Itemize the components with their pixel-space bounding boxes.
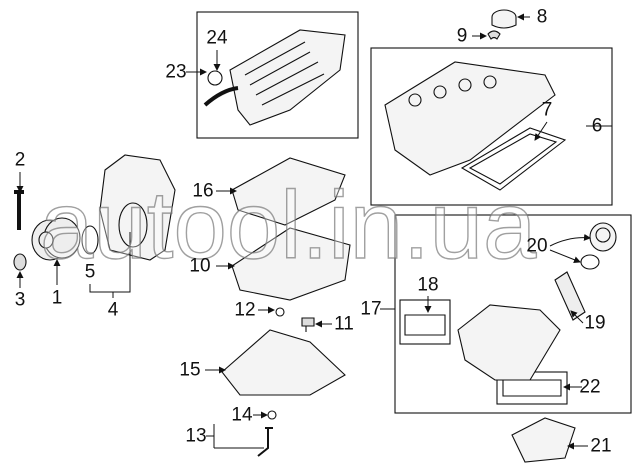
upper-oil-pan-16 [231,157,346,226]
washer-3 [13,253,27,271]
oil-filter-19 [554,271,586,321]
oil-cooler-21 [511,417,576,463]
o-ring-20 [580,254,600,270]
intake-manifold-group-box [196,11,359,139]
oil-filler-cap [491,9,517,29]
valve-cover-gasket [460,127,567,191]
oil-pan-cover-15 [221,329,346,396]
valve-cover [384,61,556,176]
callout-20: 20 [526,235,548,257]
callout-16: 16 [192,180,214,202]
callout-8: 8 [536,6,548,28]
callout-13: 13 [185,425,207,447]
callout-14: 14 [231,404,253,426]
pulley-bolt [14,190,24,230]
intake-manifold [203,29,346,126]
washer-14 [267,410,277,420]
callout-9: 9 [456,25,468,47]
callout-11: 11 [334,313,354,335]
washer-12 [275,307,285,317]
callout-19: 19 [584,312,606,334]
leader-lines [16,13,591,450]
callout-6: 6 [591,115,603,137]
oil-pan-10 [231,227,351,301]
crankshaft-pulley [31,217,81,261]
callout-18: 18 [417,274,439,296]
oil-filter-cap-20 [589,222,617,252]
callout-5: 5 [84,261,96,283]
callout-24: 24 [206,27,228,49]
gasket-22 [502,379,562,397]
front-seal-5 [81,225,99,255]
callout-17: 17 [360,298,382,320]
oil-level-sensor-13 [257,427,273,457]
seal-9 [487,30,501,40]
callout-10: 10 [189,255,211,277]
bracket-lines [89,125,612,449]
callout-7: 7 [541,99,553,121]
drain-plug-11 [301,317,315,332]
gasket-18 [404,314,446,336]
callout-12: 12 [234,299,256,321]
watermark: autool.in.ua [39,172,537,279]
callout-23: 23 [165,61,187,83]
o-ring-24 [207,70,223,86]
callout-22: 22 [579,376,601,398]
oil-filter-housing-group-box [394,214,632,414]
timing-cover [99,154,176,261]
callout-1: 1 [51,287,63,309]
callout-4: 4 [107,299,119,321]
callout-3: 3 [14,289,26,311]
callout-21: 21 [590,435,612,457]
oil-filter-housing-17 [457,304,561,381]
callout-15: 15 [179,359,201,381]
callout-2: 2 [14,149,26,171]
gasket-18-box [399,299,451,345]
